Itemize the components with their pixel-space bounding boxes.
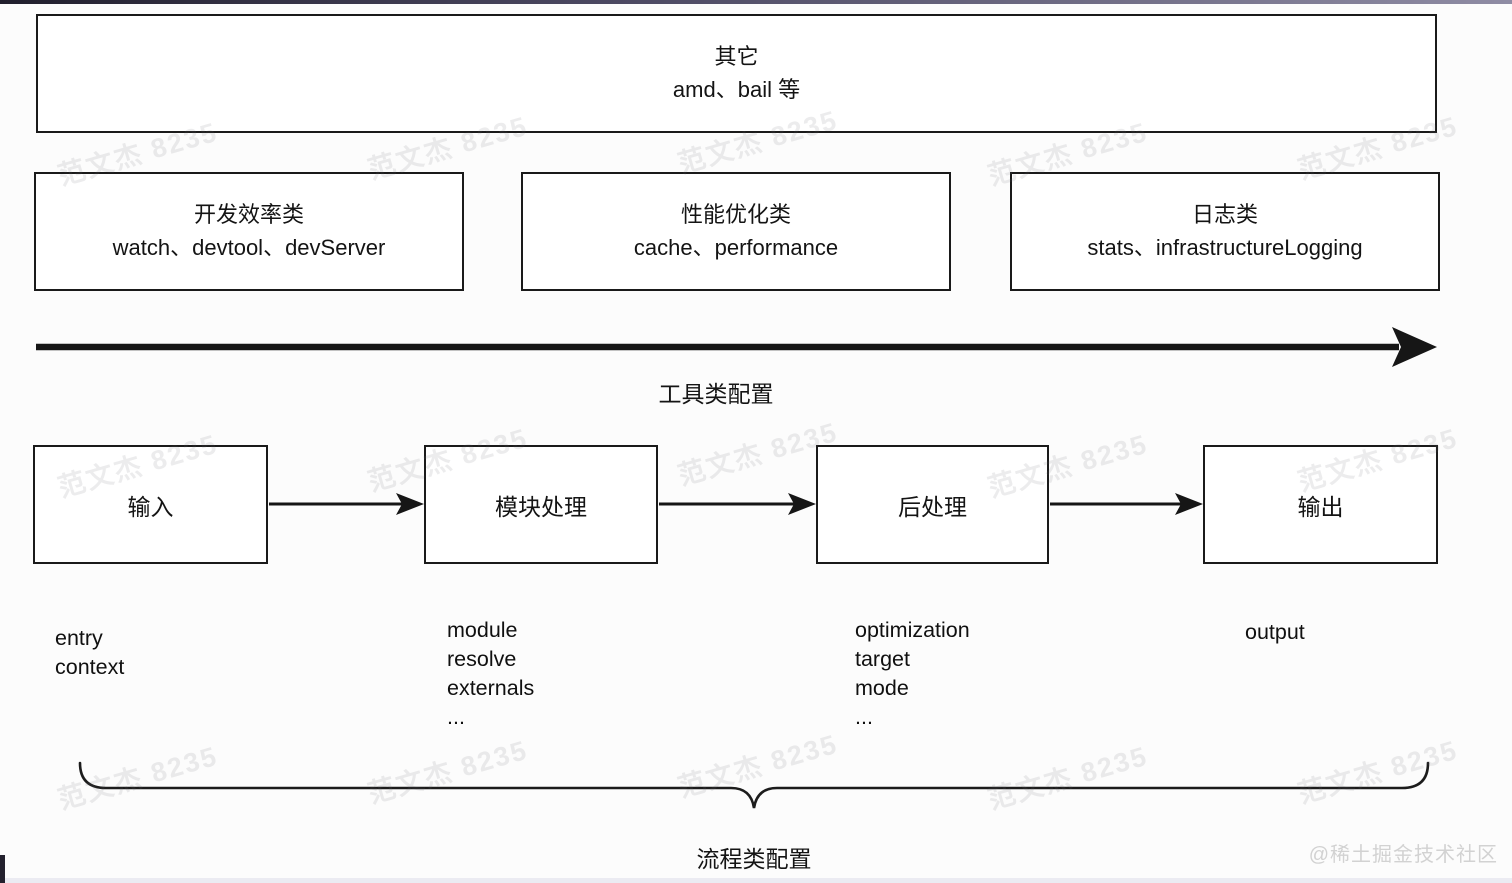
flow-stage-module-processing: 模块处理 xyxy=(424,445,658,564)
tool-axis-label: 工具类配置 xyxy=(658,381,774,407)
other-config-subtitle: amd、bail 等 xyxy=(672,77,801,102)
flow-stage-label: 输出 xyxy=(1297,493,1344,520)
option-item: optimization xyxy=(855,618,970,642)
bottom-left-corner-chip xyxy=(0,855,5,883)
option-item: module xyxy=(447,618,518,642)
stage-options-module: module resolve externals... xyxy=(447,616,534,732)
flow-stage-post-processing: 后处理 xyxy=(816,445,1049,564)
other-config-box: 其它 amd、bail 等 xyxy=(36,14,1437,133)
tool-axis-arrowhead xyxy=(1392,327,1437,367)
option-item: mode xyxy=(855,676,909,700)
category-box-performance: 性能优化类 cache、performance xyxy=(521,172,951,291)
flow-arrow-3-head xyxy=(1175,493,1203,515)
other-config-title: 其它 xyxy=(714,44,759,69)
category-subtitle: cache、performance xyxy=(633,235,839,260)
option-item: target xyxy=(855,647,910,671)
category-box-dev-efficiency: 开发效率类 watch、devtool、devServer xyxy=(34,172,464,291)
flow-arrow-1-head xyxy=(396,493,424,515)
stage-options-input: entry context xyxy=(55,624,124,682)
category-subtitle: stats、infrastructureLogging xyxy=(1087,235,1363,260)
watermark-text: 范文杰 8235 xyxy=(674,728,842,804)
option-item: context xyxy=(55,655,125,679)
watermark-text: 范文杰 8235 xyxy=(984,740,1152,816)
category-title: 性能优化类 xyxy=(680,202,791,227)
option-item: output xyxy=(1245,620,1305,644)
watermark-text: 范文杰 8235 xyxy=(364,734,532,810)
category-title: 开发效率类 xyxy=(193,202,304,227)
category-subtitle: watch、devtool、devServer xyxy=(112,235,386,260)
flow-brace-label: 流程类配置 xyxy=(696,846,812,872)
flow-stage-label: 输入 xyxy=(127,493,174,520)
option-item: entry xyxy=(55,626,103,650)
watermark-text: 范文杰 8235 xyxy=(1294,734,1462,810)
flow-stage-label: 模块处理 xyxy=(495,493,587,520)
option-item: ... xyxy=(447,705,465,729)
watermark-text: 范文杰 8235 xyxy=(54,740,222,816)
stage-options-post: optimization target mode... xyxy=(855,616,970,732)
flow-stage-output: 输出 xyxy=(1203,445,1438,564)
flow-brace xyxy=(78,761,1430,809)
stage-options-output: output xyxy=(1245,618,1305,647)
category-box-logging: 日志类 stats、infrastructureLogging xyxy=(1010,172,1440,291)
flow-stage-label: 后处理 xyxy=(898,493,967,520)
juejin-brand-watermark: @稀土掘金技术社区 xyxy=(1308,844,1498,866)
bottom-edge-strip xyxy=(0,878,1512,883)
top-edge-strip xyxy=(0,0,1512,4)
flow-arrow-2-head xyxy=(788,493,816,515)
option-item: ... xyxy=(855,705,873,729)
option-item: resolve xyxy=(447,647,517,671)
flow-stage-input: 输入 xyxy=(33,445,268,564)
option-item: externals xyxy=(447,676,535,700)
category-title: 日志类 xyxy=(1191,202,1258,227)
